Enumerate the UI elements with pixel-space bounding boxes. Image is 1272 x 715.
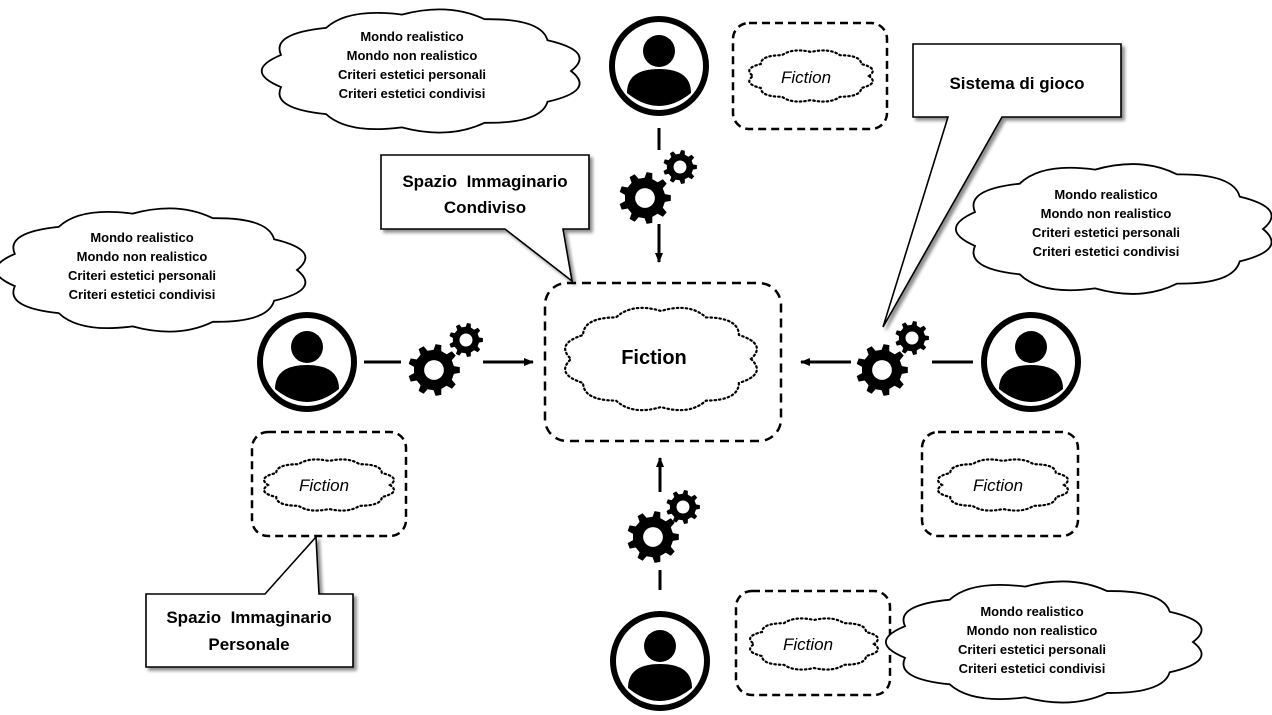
personal-fiction-frame [920,430,1080,538]
criteria-item: Criteri estetici personali [68,268,216,283]
callout-personal-space [145,535,354,668]
shared-fiction-frame [543,281,783,443]
player-top: Fiction Mondo realistico Mondo non reali… [261,8,889,263]
criteria-item: Criteri estetici condivisi [959,661,1106,676]
callout-game-system [882,43,1122,328]
callout-personal-space-line2: Personale [208,635,289,654]
player-right: Fiction Mondo realistico Mondo non reali… [800,163,1272,538]
callout-shared-space [380,154,590,283]
callout-personal-space-shape [145,535,354,668]
personal-fiction-cloud [749,617,879,671]
criteria-item: Criteri estetici condivisi [69,287,216,302]
personal-fiction-label: Fiction [781,68,831,87]
user-avatar-icon [610,611,710,711]
criteria-item: Mondo realistico [980,604,1083,619]
user-avatar-icon [609,16,709,116]
personal-fiction-box: Fiction [734,589,892,697]
user-avatar-icon [257,312,357,412]
personal-fiction-cloud [262,458,396,512]
criteria-cloud: Mondo realistico Mondo non realistico Cr… [885,580,1203,704]
callout-game-system-shape [882,43,1122,328]
criteria-item: Mondo non realistico [347,48,478,63]
user-avatar-icon [981,312,1081,412]
personal-fiction-frame [731,21,889,131]
shared-fiction-cloud [564,306,758,412]
gears-icon [856,321,929,396]
personal-fiction-label: Fiction [973,476,1023,495]
criteria-cloud: Mondo realistico Mondo non realistico Cr… [955,163,1272,295]
criteria-item: Mondo non realistico [967,623,1098,638]
shared-fiction-box: Fiction [543,281,783,443]
callout-game-system-label: Sistema di gioco [949,74,1084,93]
callout-personal-space-line1: Spazio Immaginario [166,608,331,627]
criteria-item: Mondo non realistico [77,249,208,264]
personal-fiction-cloud [748,49,874,103]
criteria-item: Mondo non realistico [1041,206,1172,221]
criteria-cloud: Mondo realistico Mondo non realistico Cr… [0,207,307,333]
personal-fiction-frame [250,430,408,538]
criteria-item: Mondo realistico [360,29,463,44]
personal-fiction-label: Fiction [299,476,349,495]
gears-icon [408,323,483,396]
callout-shared-space-shape [380,154,590,283]
criteria-item: Criteri estetici condivisi [1033,244,1180,259]
criteria-item: Criteri estetici personali [338,67,486,82]
criteria-cloud-shape [0,207,307,333]
shared-fiction-label: Fiction [621,347,687,369]
player-left: Fiction Mondo realistico Mondo non reali… [0,207,534,538]
callout-shared-space-line2: Condiviso [444,198,526,217]
player-bottom: Fiction Mondo realistico Mondo non reali… [610,457,1203,711]
criteria-cloud: Mondo realistico Mondo non realistico Cr… [261,8,581,134]
personal-fiction-box: Fiction [250,430,408,538]
gears-icon [619,150,697,224]
criteria-cloud-shape [885,580,1203,704]
personal-fiction-cloud [936,458,1070,512]
criteria-item: Mondo realistico [90,230,193,245]
criteria-cloud-shape [955,163,1272,295]
criteria-item: Mondo realistico [1054,187,1157,202]
personal-fiction-label: Fiction [783,635,833,654]
gears-icon [627,490,700,563]
criteria-cloud-shape [261,8,581,134]
criteria-item: Criteri estetici personali [1032,225,1180,240]
criteria-item: Criteri estetici condivisi [339,86,486,101]
criteria-item: Criteri estetici personali [958,642,1106,657]
personal-fiction-box: Fiction [920,430,1080,538]
personal-fiction-box: Fiction [731,21,889,131]
callout-shared-space-line1: Spazio Immaginario [402,172,567,191]
